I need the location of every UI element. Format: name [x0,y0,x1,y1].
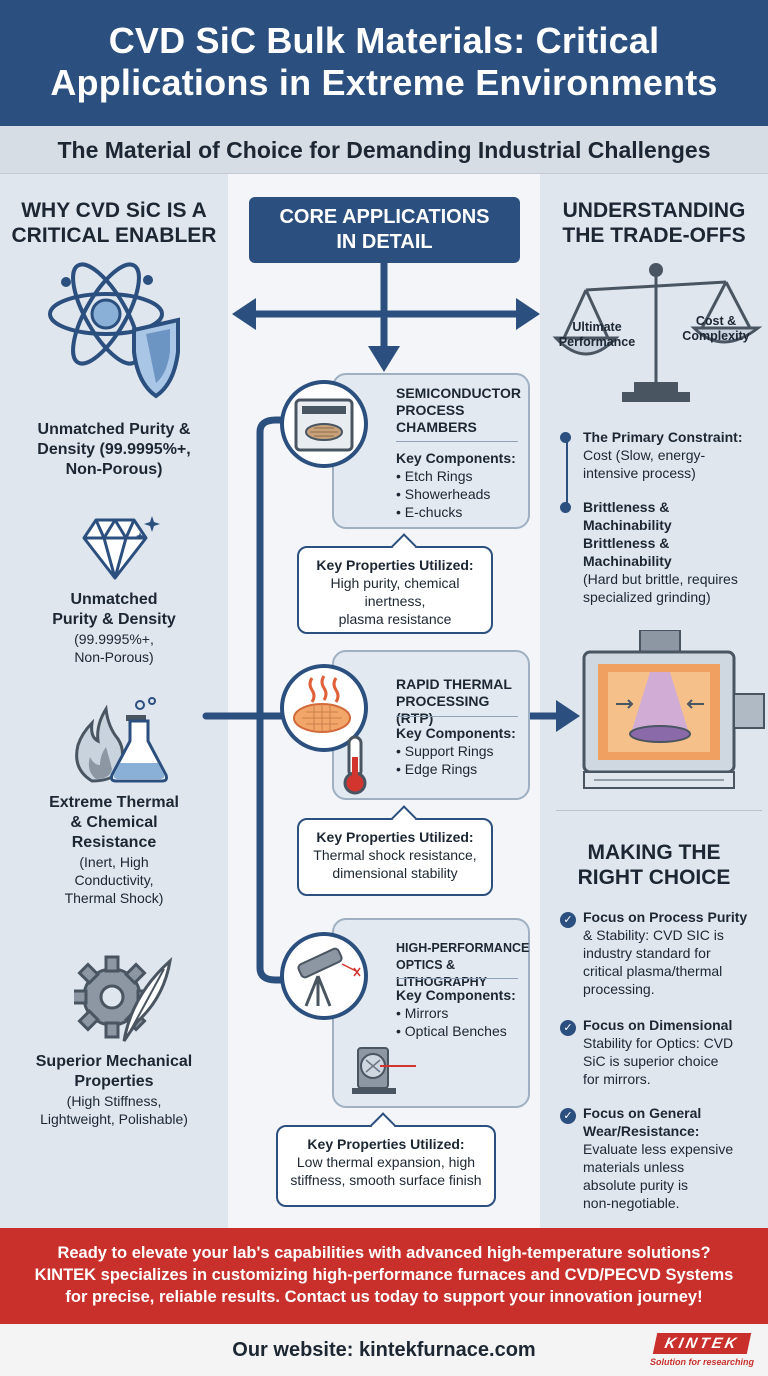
callout-rtp: Key Properties Utilized: Thermal shock r… [297,818,493,896]
left-column [0,174,228,1228]
bullet-dot [560,432,571,443]
left-item-purity-density: Unmatched Purity &Density (99.9995%+,Non… [37,421,191,478]
cta-banner: Ready to elevate your lab's capabilities… [0,1228,768,1324]
component-list: Support Rings Edge Rings [396,742,494,778]
arrow-right-furnace-icon [556,700,580,732]
left-section-title: WHY CVD SiC IS A CRITICAL ENABLER [11,199,217,247]
diamond-icon [82,516,160,580]
kintek-logo: KINTEK Solution for researching [649,1333,754,1367]
choice-optics: Focus on Dimensional Stability for Optic… [583,1017,734,1087]
callout-optics: Key Properties Utilized: Low thermal exp… [276,1125,496,1207]
header-banner: CVD SiC Bulk Materials: Critical Applica… [0,0,768,126]
atom-shield-icon [48,262,180,399]
bullet-dot [560,502,571,513]
arrow-right-icon [516,298,540,330]
check-icon: ✓ [560,1108,576,1124]
choice-wear: Focus on General Wear/Resistance: Evalua… [583,1105,734,1211]
constraint-timeline [566,438,568,506]
arrow-down-icon [368,346,400,372]
check-icon: ✓ [560,1020,576,1036]
furnace-icon [582,630,765,789]
check-icon: ✓ [560,912,576,928]
choice-purity: Focus on Process Purity & Stability: CVD… [583,909,748,997]
flame-flask-icon [75,697,168,783]
callout-semiconductor: Key Properties Utilized: High purity, ch… [297,546,493,634]
title-line-1: CVD SiC Bulk Materials: Critical [108,20,660,61]
mirror-mount-icon [352,1047,416,1094]
balance-scale-icon [552,263,762,402]
website-link[interactable]: Our website: kintekfurnace.com [0,1324,768,1376]
page-title: CVD SiC Bulk Materials: Critical Applica… [0,0,768,104]
component-list: Etch Rings Showerheads E-chucks [396,467,491,521]
arrow-left-icon [232,298,256,330]
gear-feather-icon [74,955,173,1042]
constraint-cost: The Primary Constraint: Cost (Slow, ener… [583,429,743,481]
thermometer-icon [343,735,367,795]
component-list: Mirrors Optical Benches [396,1004,507,1040]
scale-label-cost: Cost &Complexity [682,314,750,343]
page-subtitle: The Material of Choice for Demanding Ind… [0,126,768,174]
section-divider [556,810,762,811]
title-line-2: Applications in Extreme Environments [50,62,718,103]
process-chamber-icon [280,380,368,468]
constraint-brittleness: Brittleness & Machinability Brittleness … [583,499,738,605]
telescope-icon [280,932,368,1020]
